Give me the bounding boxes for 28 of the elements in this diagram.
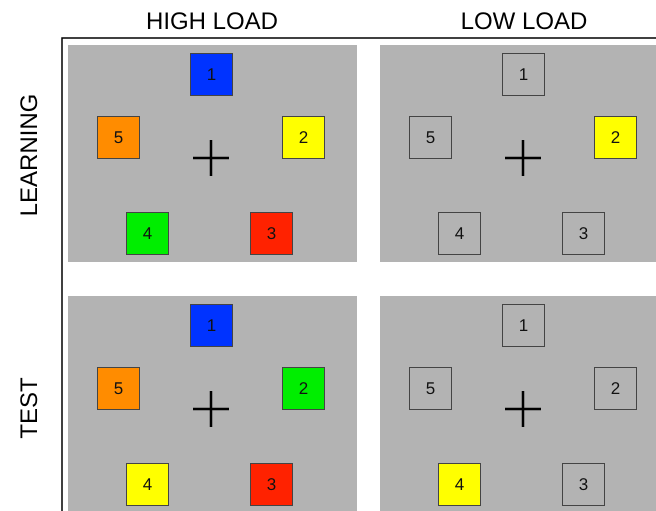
numbered-square: 4: [126, 463, 169, 506]
numbered-square: 3: [562, 463, 605, 506]
numbered-square: 3: [250, 212, 293, 255]
numbered-square: 2: [594, 116, 637, 159]
numbered-square: 1: [190, 304, 233, 347]
numbered-square: 3: [250, 463, 293, 506]
column-heading: LOW LOAD: [460, 8, 588, 36]
numbered-square: 5: [97, 116, 140, 159]
stimulus-panel: [68, 45, 357, 262]
numbered-square: 2: [282, 367, 325, 410]
row-heading: LEARNING: [16, 94, 44, 216]
stimulus-panel: [380, 45, 656, 262]
row-heading: TEST: [16, 377, 44, 439]
numbered-square: 4: [126, 212, 169, 255]
numbered-square: 5: [97, 367, 140, 410]
stimulus-panel: [68, 296, 357, 511]
numbered-square: 1: [190, 53, 233, 96]
numbered-square: 2: [594, 367, 637, 410]
numbered-square: 2: [282, 116, 325, 159]
numbered-square: 5: [409, 116, 452, 159]
numbered-square: 4: [438, 463, 481, 506]
numbered-square: 3: [562, 212, 605, 255]
numbered-square: 1: [502, 53, 545, 96]
stimulus-panel: [380, 296, 656, 511]
numbered-square: 4: [438, 212, 481, 255]
column-heading: HIGH LOAD: [146, 8, 278, 36]
numbered-square: 1: [502, 304, 545, 347]
numbered-square: 5: [409, 367, 452, 410]
